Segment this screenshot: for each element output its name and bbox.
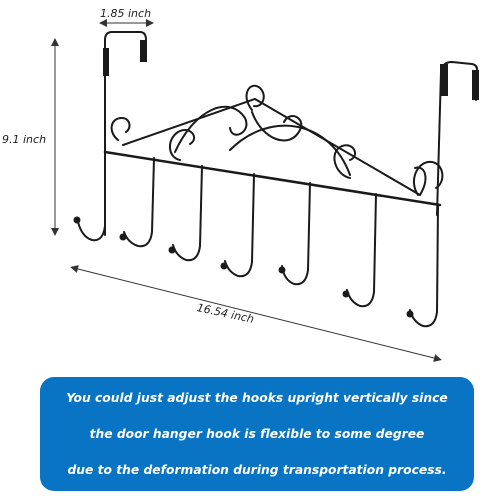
scroll-right-outer [413,160,444,196]
hook-6 [346,193,377,308]
hook-7-tip [406,310,414,318]
hook-3 [172,165,203,262]
scroll-right-inner [414,166,427,196]
height-dimension-label: 9.1 inch [2,133,47,146]
note-line-3: due to the deformation during transporta… [67,463,447,477]
hook-3-tip [168,246,176,254]
door-hanger [73,31,479,328]
hook-5 [281,182,311,286]
left-pad-top [103,48,109,76]
scroll-center-left [174,105,248,153]
info-banner: You could just adjust the hooks upright … [40,377,474,491]
hook-6-tip [342,290,350,298]
left-hook-pad [140,40,147,62]
right-hook-pad [440,64,448,96]
hook-7 [409,204,439,328]
hook-4 [224,173,255,278]
scroll-top-loop [245,84,265,111]
scroll-left-outer [110,117,131,141]
scroll-ornaments [110,84,444,196]
hook-5-tip [278,266,286,274]
note-line-2: the door hanger hook is flexible to some… [89,427,425,441]
hook-1-tip [73,216,81,224]
right-pad-back [472,70,479,100]
upper-bar [122,98,256,146]
length-dimension-arrow [70,265,442,362]
note-line-1: You could just adjust the hooks upright … [66,391,448,405]
hook-2-tip [119,233,127,241]
main-bar [103,150,442,207]
hook-4-tip [220,262,228,270]
width-dimension-label: 1.85 inch [100,7,152,20]
hook-row [73,157,439,328]
left-door-hook [104,31,147,236]
scroll-center-arc [229,124,351,176]
scroll-left-mid [169,129,196,161]
hook-2 [123,157,155,248]
scroll-right-mid [333,144,357,179]
hook-1 [77,199,106,242]
upper-bar-right [254,98,421,196]
